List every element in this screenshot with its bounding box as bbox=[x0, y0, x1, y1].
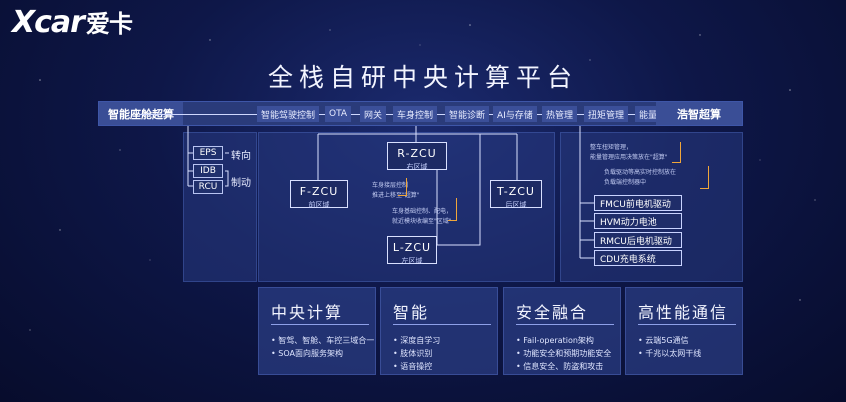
rmcu-box: RMCU后电机驱动 bbox=[594, 232, 682, 248]
power-note-line-4: 负载端控制器中 bbox=[604, 178, 647, 186]
r-zcu-box: R-ZCU 右区域 bbox=[387, 142, 447, 171]
logo-brand: Xcar bbox=[12, 5, 85, 40]
power-bracket-2 bbox=[700, 166, 709, 189]
zone-note-1: 车身接层控制 推进上移至"超算" bbox=[372, 181, 420, 200]
chip-thermal: 热管理 bbox=[542, 106, 578, 122]
braking-label: 制动 bbox=[231, 178, 251, 189]
zone-note-line-2: 推进上移至"超算" bbox=[372, 191, 420, 199]
feature-point: SOA面向服务架构 bbox=[271, 347, 374, 360]
zone-bracket-2 bbox=[448, 198, 457, 221]
top-function-bar: 智能座舱超算 智能驾驶控制 OTA 网关 车身控制 智能诊断 AI与存储 热管理… bbox=[98, 101, 743, 126]
t-zcu-sub: 后区域 bbox=[505, 201, 527, 209]
feature-point: 语音操控 bbox=[393, 360, 440, 373]
chip-ota: OTA bbox=[325, 106, 352, 122]
feature-card-safety: 安全融合 Fail-operation架构 功能安全和预期功能安全 信息安全、防… bbox=[503, 287, 621, 375]
chip-ai-storage: AI与存储 bbox=[493, 106, 537, 122]
rcu-box: RCU bbox=[193, 180, 223, 194]
l-zcu-box: L-ZCU 左区域 bbox=[387, 236, 437, 265]
r-zcu-name: R-ZCU bbox=[397, 147, 437, 160]
feature-point: 信息安全、防盗和攻击 bbox=[516, 360, 611, 373]
f-zcu-box: F-ZCU 前区域 bbox=[290, 180, 348, 209]
chip-torque: 扭矩管理 bbox=[584, 106, 629, 122]
zone-note-line-4: 就近模块收编至"区域" bbox=[392, 217, 452, 225]
power-note-line-3: 负载驱动等高实时控制放在 bbox=[604, 169, 677, 176]
feature-divider bbox=[516, 324, 614, 325]
logo-cn: 爱卡 bbox=[85, 10, 133, 38]
power-note-line-1: 整车扭矩管理， bbox=[590, 144, 633, 151]
power-note-line-2: 能量管理应用决策放在"超算" bbox=[590, 153, 668, 161]
feature-card-communication: 高性能通信 云端5G通信 千兆以太网干线 bbox=[625, 287, 743, 375]
feature-title: 智能 bbox=[393, 303, 430, 322]
zone-note-2: 车身基础控制、配电， 就近模块收编至"区域" bbox=[392, 207, 452, 226]
feature-divider bbox=[271, 324, 369, 325]
t-zcu-name: T-ZCU bbox=[497, 185, 535, 198]
feature-title: 中央计算 bbox=[271, 303, 344, 322]
zone-bracket-1 bbox=[398, 178, 407, 196]
chip-gateway: 网关 bbox=[360, 106, 387, 122]
feature-point: 云端5G通信 bbox=[638, 334, 701, 347]
feature-point: Fail-operation架构 bbox=[516, 334, 611, 347]
feature-card-intelligence: 智能 深度自学习 肢体识别 语音操控 bbox=[380, 287, 498, 375]
feature-title: 安全融合 bbox=[516, 303, 589, 322]
feature-title: 高性能通信 bbox=[638, 303, 729, 322]
r-zcu-sub: 右区域 bbox=[406, 163, 428, 171]
steering-label: 转向 bbox=[231, 151, 251, 162]
hvm-box: HVM动力电池 bbox=[594, 213, 682, 229]
l-zcu-sub: 左区域 bbox=[401, 257, 423, 265]
zone-note-line-3: 车身基础控制、配电， bbox=[392, 208, 453, 215]
idb-box: IDB bbox=[193, 164, 223, 178]
feature-divider bbox=[638, 324, 736, 325]
f-zcu-sub: 前区域 bbox=[308, 201, 330, 209]
feature-point: 肢体识别 bbox=[393, 347, 440, 360]
feature-point: 智驾、智舱、车控三域合一 bbox=[271, 334, 374, 347]
feature-point: 深度自学习 bbox=[393, 334, 440, 347]
feature-divider bbox=[393, 324, 491, 325]
chip-diagnostics: 智能诊断 bbox=[445, 106, 490, 122]
cdu-box: CDU充电系统 bbox=[594, 250, 682, 266]
fmcu-box: FMCU前电机驱动 bbox=[594, 195, 682, 211]
haozhi-supercomputer-label: 浩智超算 bbox=[656, 102, 742, 125]
f-zcu-name: F-ZCU bbox=[299, 185, 339, 198]
t-zcu-box: T-ZCU 后区域 bbox=[490, 180, 542, 209]
feature-point: 功能安全和预期功能安全 bbox=[516, 347, 611, 360]
power-note-1: 整车扭矩管理， 能量管理应用决策放在"超算" bbox=[590, 143, 668, 162]
feature-card-central-compute: 中央计算 智驾、智舱、车控三域合一 SOA面向服务架构 bbox=[258, 287, 376, 375]
eps-box: EPS bbox=[193, 146, 223, 160]
power-note-2: 负载驱动等高实时控制放在 负载端控制器中 bbox=[604, 168, 676, 187]
feature-point: 千兆以太网干线 bbox=[638, 347, 701, 360]
chip-body-control: 车身控制 bbox=[393, 106, 438, 122]
l-zcu-name: L-ZCU bbox=[392, 241, 432, 254]
page-title: 全栈自研中央计算平台 bbox=[267, 63, 578, 92]
power-bracket-1 bbox=[672, 142, 681, 163]
zone-note-line-1: 车身接层控制 bbox=[372, 182, 409, 189]
chip-adas: 智能驾驶控制 bbox=[257, 106, 320, 122]
xcar-logo: Xcar爱卡 bbox=[12, 4, 133, 40]
